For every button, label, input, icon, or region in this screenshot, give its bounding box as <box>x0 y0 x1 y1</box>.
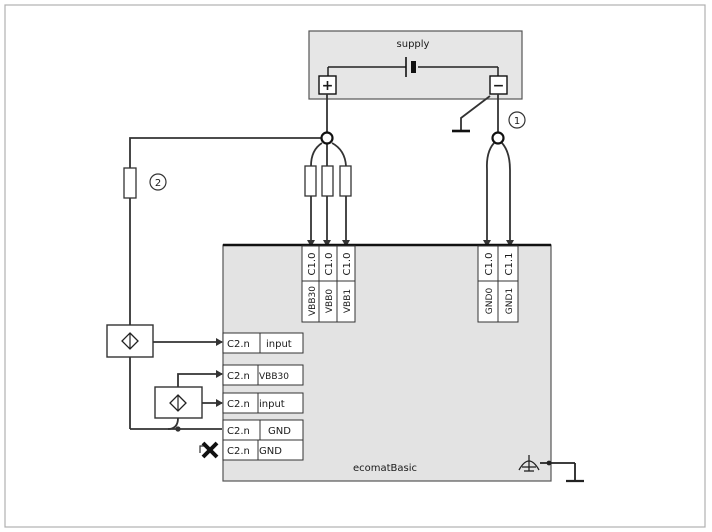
side-terminal-gnd-1: C2.n GND <box>222 419 304 441</box>
gnd-junction-dot <box>175 426 181 432</box>
callout-2: 2 <box>149 173 167 191</box>
battery-icon <box>405 57 416 77</box>
terminal-pin: C1.0 <box>307 253 318 276</box>
svg-text:1: 1 <box>514 116 520 127</box>
module-name: ecomatBasic <box>353 463 417 474</box>
supply-box: supply + − <box>308 30 523 100</box>
supply-minus-terminal: − <box>489 75 508 95</box>
side-terminal-gnd-2: C2.n GND <box>222 439 304 461</box>
supply-label: supply <box>397 39 430 50</box>
terminal-pin: C2.n <box>227 426 250 437</box>
gnd-terminal-strip: C1.0 GND0 C1.1 GND1 <box>477 245 519 323</box>
terminal-name: input <box>259 399 285 410</box>
side-terminal-vbb30: C2.n VBB30 <box>222 364 304 386</box>
positive-junction <box>320 131 334 145</box>
terminal-pin: C1.0 <box>484 253 495 276</box>
terminal-name: VBB1 <box>343 289 353 313</box>
negative-junction <box>491 131 505 145</box>
x-mark-icon <box>199 441 219 459</box>
terminal-name: VBB30 <box>308 286 318 316</box>
fuse-icon <box>123 167 137 199</box>
side-arrows <box>216 338 223 407</box>
terminal-name: VBB30 <box>259 372 289 382</box>
terminal-pin: C1.1 <box>504 253 515 276</box>
terminal-pin: C2.n <box>227 399 250 410</box>
chassis-ground-icon <box>518 455 584 483</box>
negative-arrows <box>483 240 514 247</box>
terminal-pin: C1.0 <box>324 253 335 276</box>
terminal-name: GND <box>259 446 282 457</box>
terminal-name: GND <box>268 426 291 437</box>
diamond-sensor-icon <box>106 324 154 358</box>
terminal-pin: C2.n <box>227 446 250 457</box>
top-terminal-strip: C1.0 VBB30 C1.0 VBB0 C1.0 VBB1 <box>301 245 356 323</box>
diamond-sensor-icon <box>154 386 203 419</box>
side-terminal-input-1: C2.n input <box>222 332 304 354</box>
terminal-name: VBB0 <box>325 289 335 314</box>
terminal-name: GND1 <box>505 288 515 314</box>
positive-wiring <box>129 94 347 245</box>
supply-plus-terminal: + <box>318 75 337 95</box>
chassis-junction-dot <box>546 460 552 466</box>
terminal-pin: C2.n <box>227 339 250 350</box>
positive-arrows <box>307 240 350 247</box>
minus-sign: − <box>493 78 505 94</box>
terminal-name: input <box>266 339 292 350</box>
callout-1: 1 <box>508 111 526 129</box>
side-terminal-input-2: C2.n input <box>222 392 304 414</box>
terminal-pin: C1.0 <box>342 253 353 276</box>
terminal-name: GND0 <box>485 288 495 315</box>
svg-text:2: 2 <box>155 178 161 189</box>
plus-sign: + <box>322 78 334 94</box>
terminal-pin: C2.n <box>227 371 250 382</box>
fuse-icon <box>304 165 352 197</box>
